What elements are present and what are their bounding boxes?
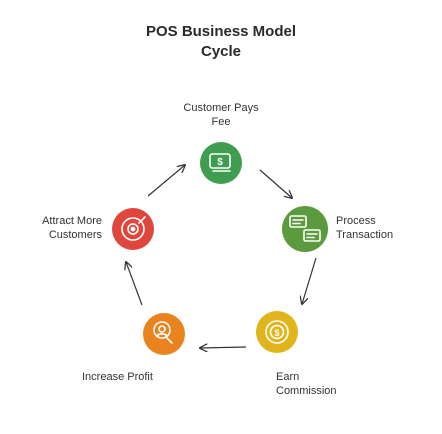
step-label-attract-customers: Attract More Customers [42, 215, 102, 241]
svg-text:$: $ [274, 328, 279, 338]
arrow-earn-to-profit [200, 347, 247, 348]
diagram-title: POS Business Model Cycle [0, 22, 442, 62]
step-circle-attract-customers [112, 208, 154, 250]
title-line-2: Cycle [200, 43, 242, 60]
svg-text:$: $ [217, 157, 223, 168]
arrow-attract-to-pays [147, 165, 185, 197]
coin-icon: $ [265, 320, 289, 344]
transaction-icon [289, 215, 321, 242]
customer-target-icon [121, 216, 146, 241]
arrow-profit-to-attract [126, 262, 143, 306]
title-line-1: POS Business Model [145, 23, 297, 40]
arrow-pays-to-process [259, 169, 292, 198]
arrow-process-to-earn [302, 257, 317, 304]
step-label-customer-pays: Customer Pays Fee [183, 102, 259, 128]
step-label-increase-profit: Increase Profit [82, 371, 153, 383]
step-circle-process-transaction [282, 206, 328, 252]
step-circle-customer-pays: $ [200, 142, 242, 184]
step-label-earn-commission: Earn Commission [276, 371, 337, 397]
money-card-icon: $ [209, 153, 231, 172]
step-circle-increase-profit [143, 313, 185, 355]
step-circle-earn-commission: $ [256, 311, 298, 353]
profit-person-icon [153, 321, 173, 344]
step-label-process-transaction: Process Transaction [336, 215, 394, 241]
